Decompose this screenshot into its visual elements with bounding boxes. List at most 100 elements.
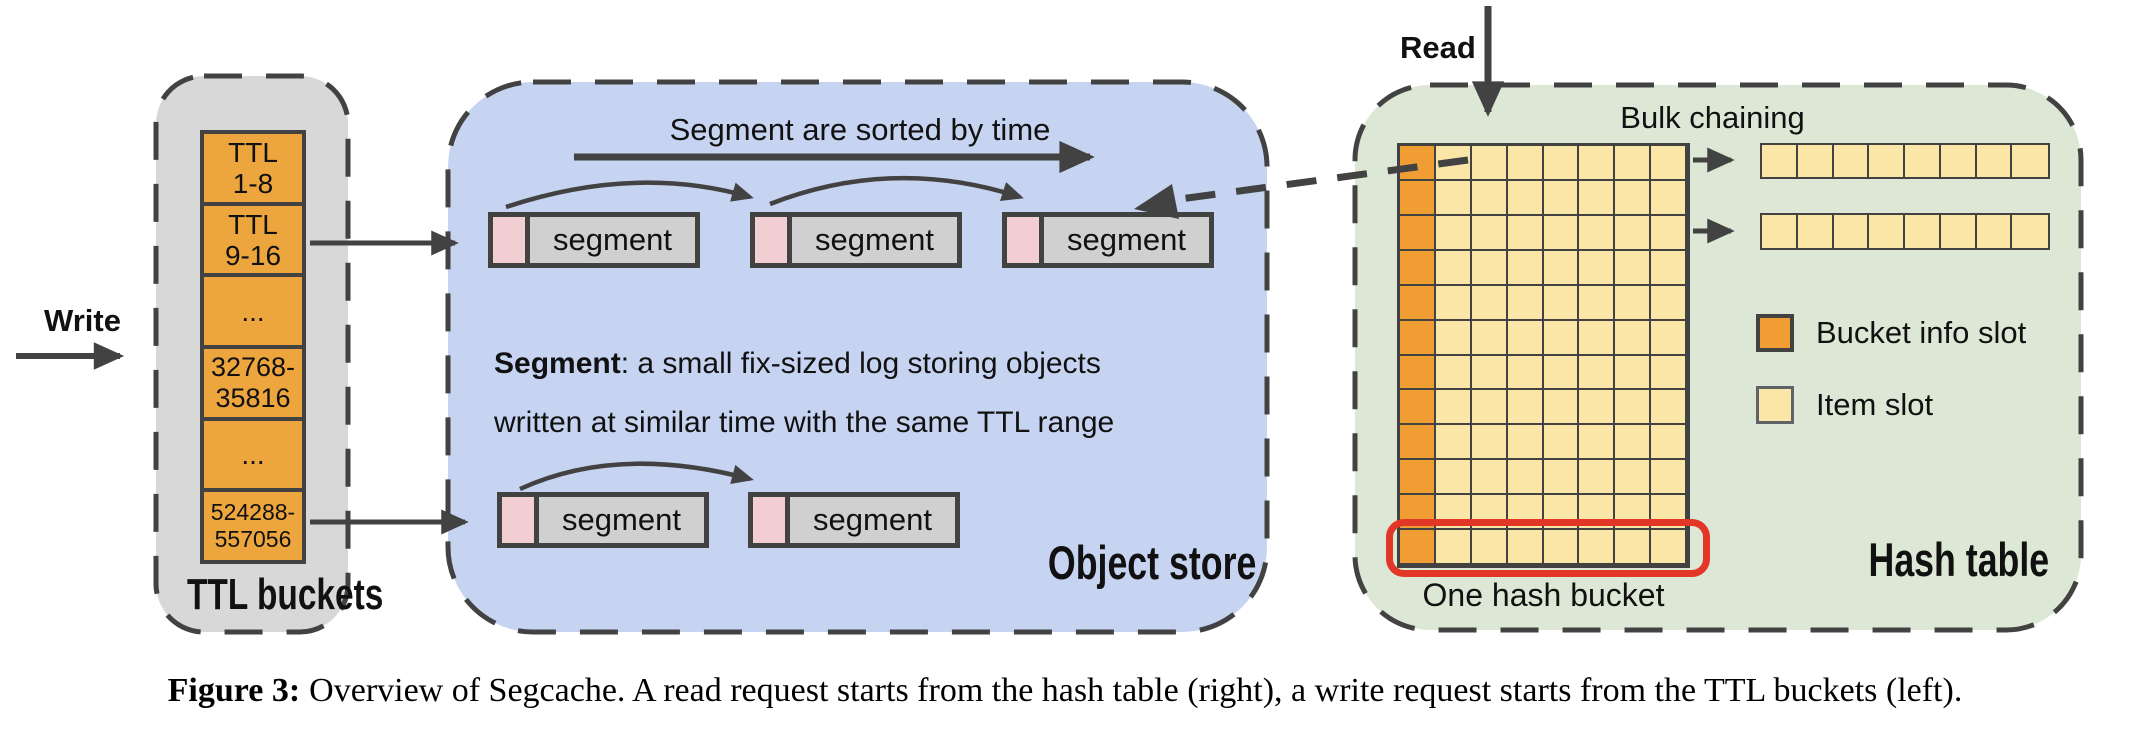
- item-slot: [1651, 320, 1687, 356]
- segment-label: segment: [534, 492, 709, 548]
- item-slot-label: Item slot: [1816, 387, 1934, 422]
- bucket-info-slot: [1400, 320, 1436, 356]
- item-slot: [1543, 355, 1580, 391]
- bucket-info-slot: [1400, 460, 1436, 496]
- item-slot: [1471, 146, 1508, 181]
- item-slot: [1579, 390, 1616, 426]
- item-slot: [1579, 355, 1616, 391]
- item-slot: [1615, 355, 1652, 391]
- item-slot: [1579, 425, 1616, 461]
- write-label: Write: [44, 303, 121, 338]
- segment-header: [488, 212, 530, 268]
- segment-definition-line2: written at similar time with the same TT…: [494, 406, 1115, 439]
- item-slot: [1615, 425, 1652, 461]
- item-slot: [1651, 425, 1687, 461]
- bulk-chain-item-slot: [1976, 215, 2013, 248]
- item-slot: [1651, 390, 1687, 426]
- item-slot: [1507, 390, 1544, 426]
- item-slot: [1507, 320, 1544, 356]
- item-slot: [1507, 180, 1544, 216]
- bucket-info-slot: [1400, 530, 1436, 565]
- bulk-chain-item-slot: [1869, 215, 1905, 248]
- segment-definition-term: Segment: [494, 347, 621, 380]
- item-slot: [1435, 146, 1472, 181]
- segment-box: segment: [497, 492, 709, 548]
- item-slot: [1435, 285, 1472, 321]
- ttl-bucket-cell: 32768- 35816: [200, 349, 306, 421]
- item-slot: [1543, 460, 1580, 496]
- bulk-chain-item-slot: [2012, 215, 2048, 248]
- item-slot: [1651, 530, 1687, 565]
- ttl-buckets-title-text: TTL buckets: [187, 570, 384, 619]
- object-store-title: Object store: [1015, 535, 1256, 590]
- top-chain-link-arrow-1: [505, 180, 754, 210]
- ttl-bucket-cell: 524288- 557056: [200, 492, 306, 565]
- item-slot: [1507, 530, 1544, 565]
- hash-table-title-text: Hash table: [1868, 533, 2050, 586]
- bulk-chain-item-slot: [1833, 145, 1870, 177]
- item-slot: [1579, 215, 1616, 251]
- legend-item-slot: Item slot: [1756, 386, 1933, 424]
- bulk-chain-item-slot: [1833, 215, 1870, 248]
- bulk-chain-item-slot: [1976, 145, 2013, 177]
- item-slot: [1543, 285, 1580, 321]
- segment-header: [1002, 212, 1044, 268]
- item-slot: [1471, 320, 1508, 356]
- ttl-buckets-title: TTL buckets: [156, 570, 383, 620]
- item-slot-swatch: [1756, 386, 1794, 424]
- bulk-chain-item-slot: [1869, 145, 1905, 177]
- segment-box: segment: [748, 492, 960, 548]
- figure-caption-text: Overview of Segcache. A read request sta…: [309, 672, 1963, 709]
- item-slot: [1543, 180, 1580, 216]
- item-slot: [1435, 180, 1472, 216]
- item-slot: [1507, 355, 1544, 391]
- item-slot: [1543, 146, 1580, 181]
- item-slot: [1579, 285, 1616, 321]
- bulk-chain-row-2: [1760, 213, 2050, 250]
- item-slot: [1615, 285, 1652, 321]
- segments-sorted-note: Segment are sorted by time: [669, 112, 1051, 147]
- bucket-info-label: Bucket info slot: [1816, 315, 2027, 350]
- item-slot: [1651, 460, 1687, 496]
- item-slot: [1435, 530, 1472, 565]
- item-slot: [1507, 285, 1544, 321]
- item-slot: [1543, 215, 1580, 251]
- bucket-info-slot: [1400, 250, 1436, 286]
- segment-definition: Segment: a small fix-sized log storing o…: [494, 334, 1114, 452]
- item-slot: [1435, 320, 1472, 356]
- bucket-info-slot: [1400, 285, 1436, 321]
- item-slot: [1615, 390, 1652, 426]
- segment-label: segment: [1039, 212, 1214, 268]
- bucket-info-slot: [1400, 215, 1436, 251]
- figure-caption: Figure 3:Overview of Segcache. A read re…: [0, 672, 2130, 710]
- item-slot: [1651, 146, 1687, 181]
- top-chain-link-arrow-2: [769, 175, 1024, 207]
- item-slot: [1507, 460, 1544, 496]
- item-slot: [1615, 215, 1652, 251]
- item-slot: [1651, 285, 1687, 321]
- one-hash-bucket-label: One hash bucket: [1422, 577, 1665, 613]
- item-slot: [1507, 215, 1544, 251]
- item-slot: [1543, 320, 1580, 356]
- one-hash-bucket-highlight: [1386, 519, 1710, 577]
- item-slot: [1543, 425, 1580, 461]
- bucket-info-slot: [1400, 146, 1436, 181]
- segment-header: [497, 492, 539, 548]
- bulk-chain-item-slot: [1762, 145, 1798, 177]
- item-slot: [1507, 425, 1544, 461]
- segment-header: [748, 492, 790, 548]
- item-slot: [1651, 180, 1687, 216]
- item-slot: [1435, 390, 1472, 426]
- bulk-chain-item-slot: [1940, 145, 1977, 177]
- item-slot: [1435, 355, 1472, 391]
- item-slot: [1471, 530, 1508, 565]
- segment-label: segment: [525, 212, 700, 268]
- item-slot: [1615, 530, 1652, 565]
- item-slot: [1435, 215, 1472, 251]
- item-slot: [1579, 320, 1616, 356]
- segment-label: segment: [787, 212, 962, 268]
- bulk-chain-item-slot: [1797, 215, 1834, 248]
- bulk-chain-item-slot: [1762, 215, 1798, 248]
- legend-bucket-info: Bucket info slot: [1756, 314, 2026, 352]
- item-slot: [1579, 460, 1616, 496]
